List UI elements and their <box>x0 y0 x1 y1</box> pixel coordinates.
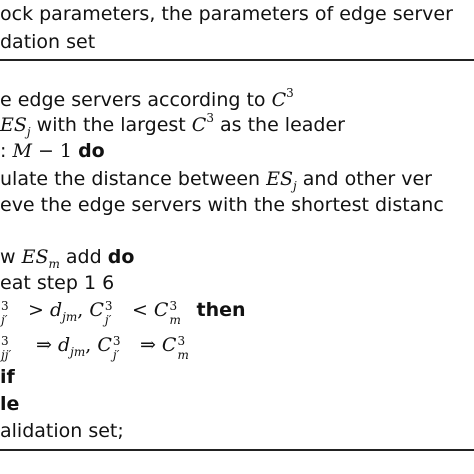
input-line: ock parameters, the parameters of edge s… <box>0 2 453 26</box>
step-leader: ESj with the largest C3 as the leader <box>0 111 345 139</box>
step-sort: e edge servers according to C3 <box>0 86 294 111</box>
keyword-do-2: do <box>107 246 135 268</box>
step-while: w ESm add do <box>0 246 135 271</box>
bottom-rule <box>0 449 474 451</box>
step-retrieve: eve the edge servers with the shortest d… <box>0 194 444 216</box>
end-while: le <box>0 393 20 415</box>
step-loop: : M − 1 do <box>0 140 105 162</box>
step-repeat: eat step 1 6 <box>0 272 115 294</box>
keyword-then: then <box>196 299 246 321</box>
step-distance: ulate the distance between ESj and other… <box>0 168 432 193</box>
input-text-2: dation set <box>0 31 96 53</box>
keyword-do: do <box>78 140 105 162</box>
top-rule <box>0 59 474 61</box>
step-sort-text: e edge servers according to <box>0 89 272 111</box>
step-output: alidation set; <box>0 420 124 442</box>
input-line-2: dation set <box>0 30 95 54</box>
end-if: if <box>0 366 15 388</box>
input-text: ock parameters, the parameters of edge s… <box>0 3 453 25</box>
